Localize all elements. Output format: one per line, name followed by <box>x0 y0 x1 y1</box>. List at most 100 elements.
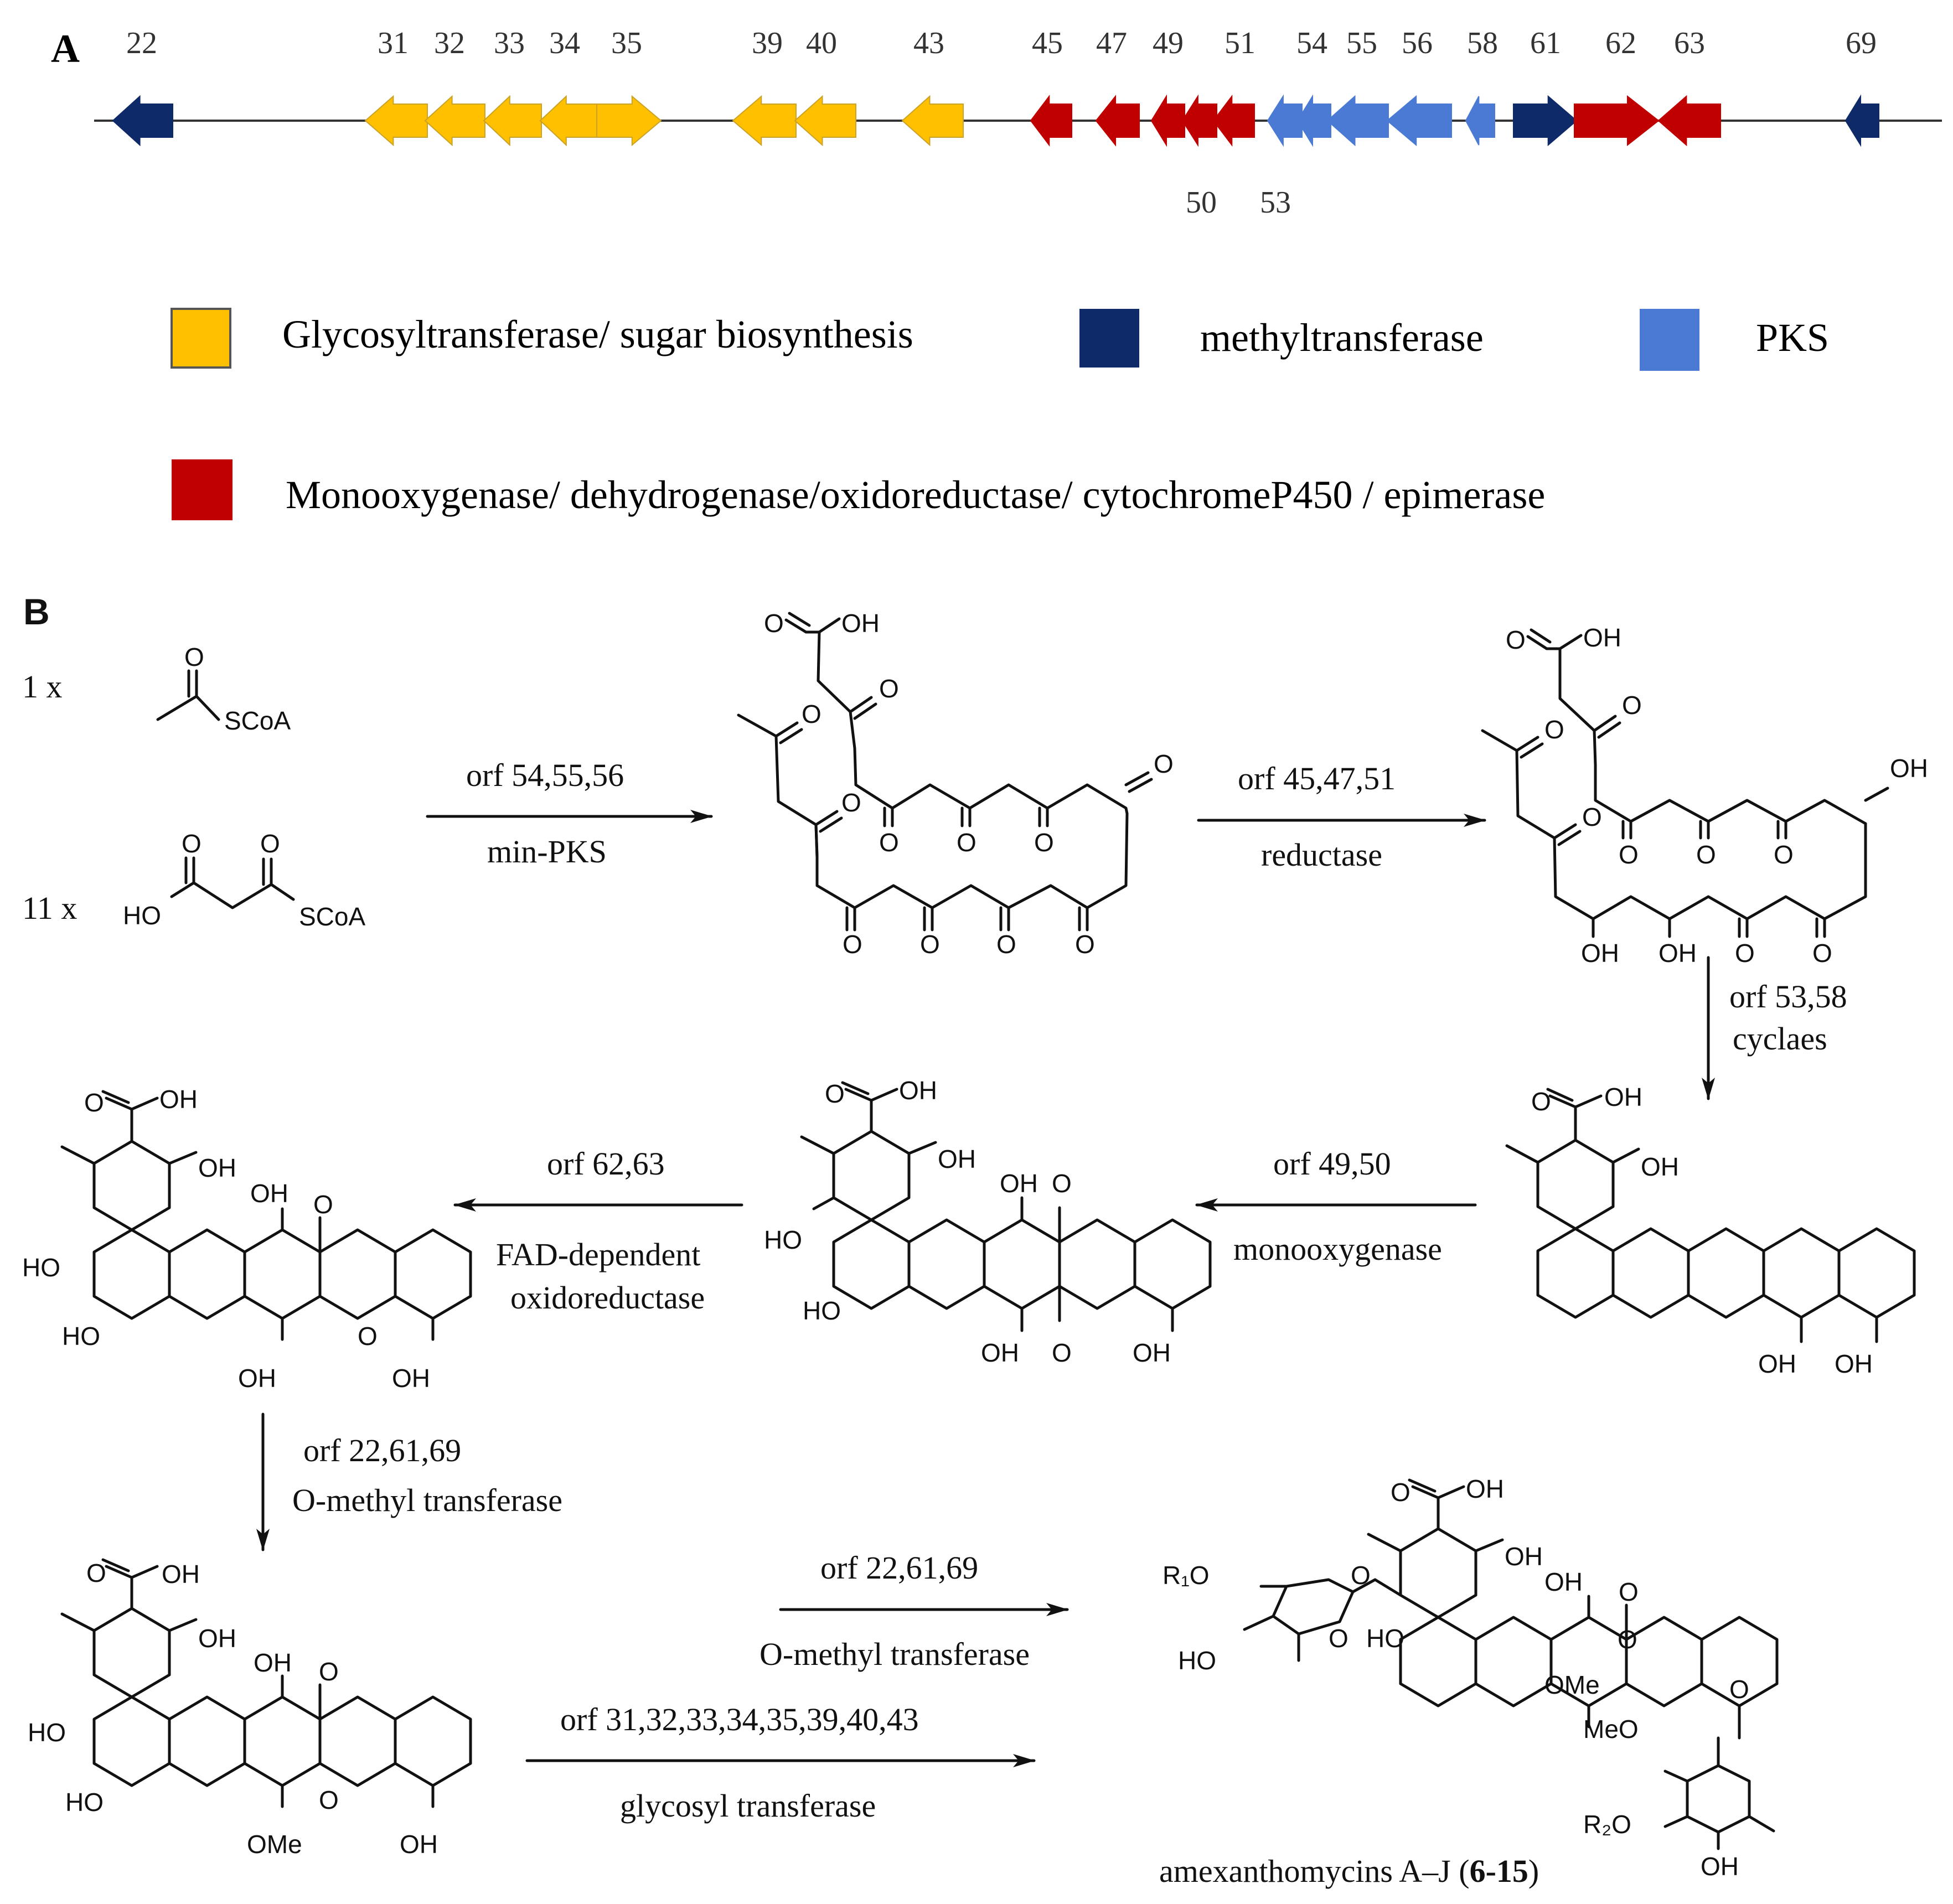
svg-text:OH: OH <box>159 1085 198 1114</box>
svg-text:O: O <box>1034 828 1054 857</box>
legend-label-oxido: Monooxygenase/ dehydrogenase/oxidoreduct… <box>286 473 1545 517</box>
gene-arrow-orf53 <box>1267 94 1303 147</box>
svg-text:orf 45,47,51: orf 45,47,51 <box>1238 760 1396 796</box>
step-6-o-methyl: orf 22,61,69 O-methyl transferase <box>256 1413 562 1551</box>
gene-label-orf31: 31 <box>378 26 409 60</box>
svg-text:HO: HO <box>28 1718 66 1747</box>
legend-label-methyl: methyltransferase <box>1200 315 1484 360</box>
svg-text:SCoA: SCoA <box>224 706 291 735</box>
step-3-cyclase: orf 53,58 cyclaes <box>1702 956 1847 1100</box>
svg-text:OH: OH <box>400 1830 438 1859</box>
gene-label-orf35: 35 <box>611 26 642 60</box>
gene-arrow-orf34 <box>539 95 598 147</box>
svg-text:cyclaes: cyclaes <box>1733 1021 1827 1057</box>
svg-text:O: O <box>879 674 899 703</box>
svg-text:R₂O: R₂O <box>1583 1810 1631 1839</box>
svg-text:O: O <box>1391 1478 1410 1507</box>
svg-text:O-methyl transferase: O-methyl transferase <box>760 1636 1030 1672</box>
panel-b-label: B <box>23 591 50 632</box>
step-7-o-methyl: orf 22,61,69 O-methyl transferase <box>760 1550 1069 1672</box>
svg-text:orf 53,58: orf 53,58 <box>1729 979 1847 1015</box>
gene-label-orf62: 62 <box>1605 26 1636 60</box>
svg-text:O: O <box>1619 1577 1639 1606</box>
gene-arrow-orf39 <box>732 95 797 147</box>
anthraquinone-labels: O OH OH OH O HO HO OH O OH <box>764 1076 1171 1367</box>
svg-text:OH: OH <box>1505 1542 1543 1571</box>
svg-text:FAD-dependent: FAD-dependent <box>496 1236 700 1272</box>
svg-text:monooxygenase: monooxygenase <box>1233 1231 1442 1267</box>
svg-text:OMe: OMe <box>247 1830 302 1859</box>
gene-label-orf56: 56 <box>1402 26 1433 60</box>
svg-text:HO: HO <box>803 1296 841 1325</box>
svg-text:O: O <box>86 1559 106 1587</box>
svg-text:O: O <box>843 930 862 959</box>
svg-text:O: O <box>84 1088 104 1117</box>
svg-text:OH: OH <box>938 1145 976 1173</box>
svg-text:O: O <box>1544 715 1564 744</box>
svg-text:R₁O: R₁O <box>1162 1561 1210 1590</box>
chain-carbonyls <box>774 612 1153 932</box>
step-2-reductase: orf 45,47,51 reductase <box>1197 760 1486 873</box>
svg-text:O: O <box>358 1322 378 1351</box>
svg-text:OH: OH <box>198 1153 236 1182</box>
gene-arrow-orf58 <box>1465 96 1495 146</box>
svg-text:O: O <box>319 1786 339 1814</box>
svg-text:O: O <box>1618 1625 1637 1654</box>
xanthone-labels: O OH OH OH O HO HO O OH OH <box>22 1085 430 1393</box>
gene-label-orf54: 54 <box>1296 26 1327 60</box>
svg-text:O: O <box>260 829 280 858</box>
fad-oxidoreductase-product: O OH OH OH O HO HO O OH OH <box>22 1085 472 1393</box>
svg-text:OH: OH <box>250 1179 288 1208</box>
svg-text:O: O <box>802 700 822 728</box>
step-8-glycosyl: orf 31,32,33,34,35,39,40,43 glycosyl tra… <box>525 1701 1036 1824</box>
svg-text:min-PKS: min-PKS <box>487 834 607 870</box>
reduced-chain-labels: O OH O O O O O O OH OH OH O O <box>1506 623 1928 967</box>
svg-text:orf 54,55,56: orf 54,55,56 <box>466 757 624 793</box>
svg-text:OH: OH <box>198 1624 236 1653</box>
svg-text:O: O <box>764 609 784 638</box>
svg-text:OH: OH <box>1641 1152 1679 1181</box>
svg-text:O-methyl transferase: O-methyl transferase <box>292 1482 562 1518</box>
svg-text:OH: OH <box>841 609 880 638</box>
gene-arrow-orf62 <box>1574 95 1660 147</box>
reduced-chain-intermediate: O OH O O O O O O OH OH OH O O <box>1481 623 1928 967</box>
gene-arrow-orf50 <box>1181 94 1217 147</box>
svg-text:orf 49,50: orf 49,50 <box>1273 1146 1391 1182</box>
svg-text:O: O <box>1696 840 1716 869</box>
svg-text:O: O <box>825 1079 845 1108</box>
gene-label-orf58: 58 <box>1467 26 1498 60</box>
svg-text:O: O <box>841 788 861 817</box>
gene-label-orf53: 53 <box>1260 185 1291 220</box>
gene-label-orf40: 40 <box>806 26 837 60</box>
gene-arrow-orf55 <box>1326 95 1389 147</box>
svg-text:O: O <box>1075 930 1095 959</box>
amexanthomycin-labels: O OH OH OH O O R₁O HO O HO O OMe O MeO R… <box>1162 1474 1749 1881</box>
gene-arrow-orf49 <box>1150 94 1185 147</box>
gene-arrow-orf35 <box>596 95 662 147</box>
svg-text:OH: OH <box>1658 939 1697 967</box>
gene-label-orf33: 33 <box>494 26 525 60</box>
gene-arrow-orf22 <box>112 95 173 147</box>
polyketide-chain-intermediate: O OH O O O O O O O O O O O <box>737 609 1174 959</box>
legend-swatch-pks <box>1640 309 1699 371</box>
gene-label-orf39: 39 <box>752 26 783 60</box>
gene-label-orf47: 47 <box>1096 26 1127 60</box>
svg-text:OH: OH <box>254 1648 292 1677</box>
svg-text:OMe: OMe <box>1544 1670 1600 1699</box>
svg-text:HO: HO <box>22 1253 60 1282</box>
malonyl-count: 11 x <box>22 890 77 926</box>
gene-label-orf49: 49 <box>1153 26 1184 60</box>
svg-text:orf 62,63: orf 62,63 <box>547 1146 665 1182</box>
malonyl-coa-structure: O O HO SCoA <box>123 829 365 931</box>
product-name: amexanthomycins A–J (6-15) <box>1159 1853 1539 1889</box>
svg-text:OH: OH <box>1604 1083 1642 1111</box>
gene-arrow-orf51 <box>1212 95 1255 147</box>
svg-text:O: O <box>184 643 204 671</box>
svg-text:reductase: reductase <box>1261 837 1382 873</box>
svg-text:O: O <box>1735 939 1755 967</box>
svg-text:HO: HO <box>764 1225 802 1254</box>
svg-text:O: O <box>1774 840 1794 869</box>
svg-text:O: O <box>1582 803 1602 831</box>
svg-text:oxidoreductase: oxidoreductase <box>510 1280 705 1316</box>
